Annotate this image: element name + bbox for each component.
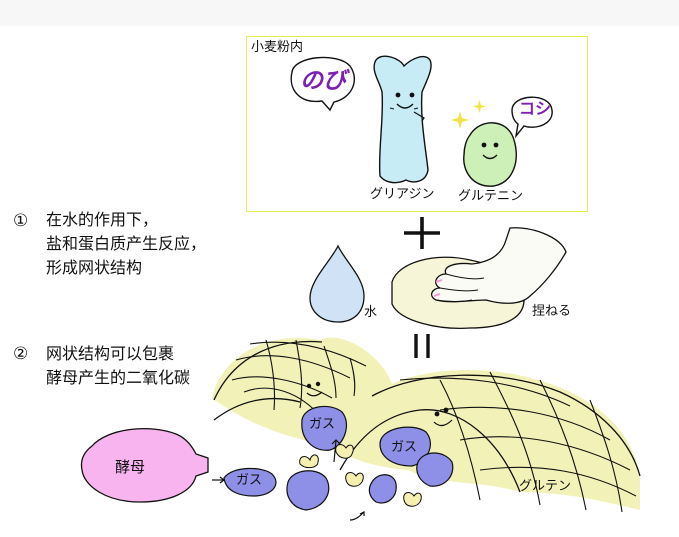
glutenin-label: グルテニン (458, 190, 523, 203)
gluten-label: グルテン (519, 480, 571, 493)
water-droplet-icon (310, 246, 364, 322)
plus-sign (404, 217, 440, 249)
yeast-label: 酵母 (115, 460, 145, 475)
gas-label-left: ガス (309, 418, 335, 431)
step-1-line-1: 在水的作用下， (46, 208, 158, 232)
water-label: 水 (364, 306, 377, 319)
step-2-line-2: 酵母产生的二氧化碳 (46, 366, 190, 390)
step-1-number: ① (13, 213, 28, 230)
kneading-hand (432, 228, 566, 304)
gas-label-yeast: ガス (236, 474, 262, 487)
gliadin-bubble-text: のび (300, 70, 346, 93)
step-1-line-2: 盐和蛋白质产生反应， (46, 232, 206, 256)
glutenin-bubble-text: コシ (519, 101, 551, 117)
step-1-line-3: 形成网状结构 (46, 256, 142, 280)
gas-label-center: ガス (391, 441, 417, 454)
step-2-line-1: 网状结构可以包裹 (46, 342, 174, 366)
gliadin-label: グリアジン (370, 188, 434, 201)
knead-label: 捏ねる (532, 305, 571, 318)
box-title: 小麦粉内 (251, 41, 303, 54)
step-2-number: ② (13, 346, 28, 363)
equals-sign (416, 334, 428, 358)
gluten-network (212, 338, 640, 512)
wheat-flour-box (246, 36, 588, 212)
